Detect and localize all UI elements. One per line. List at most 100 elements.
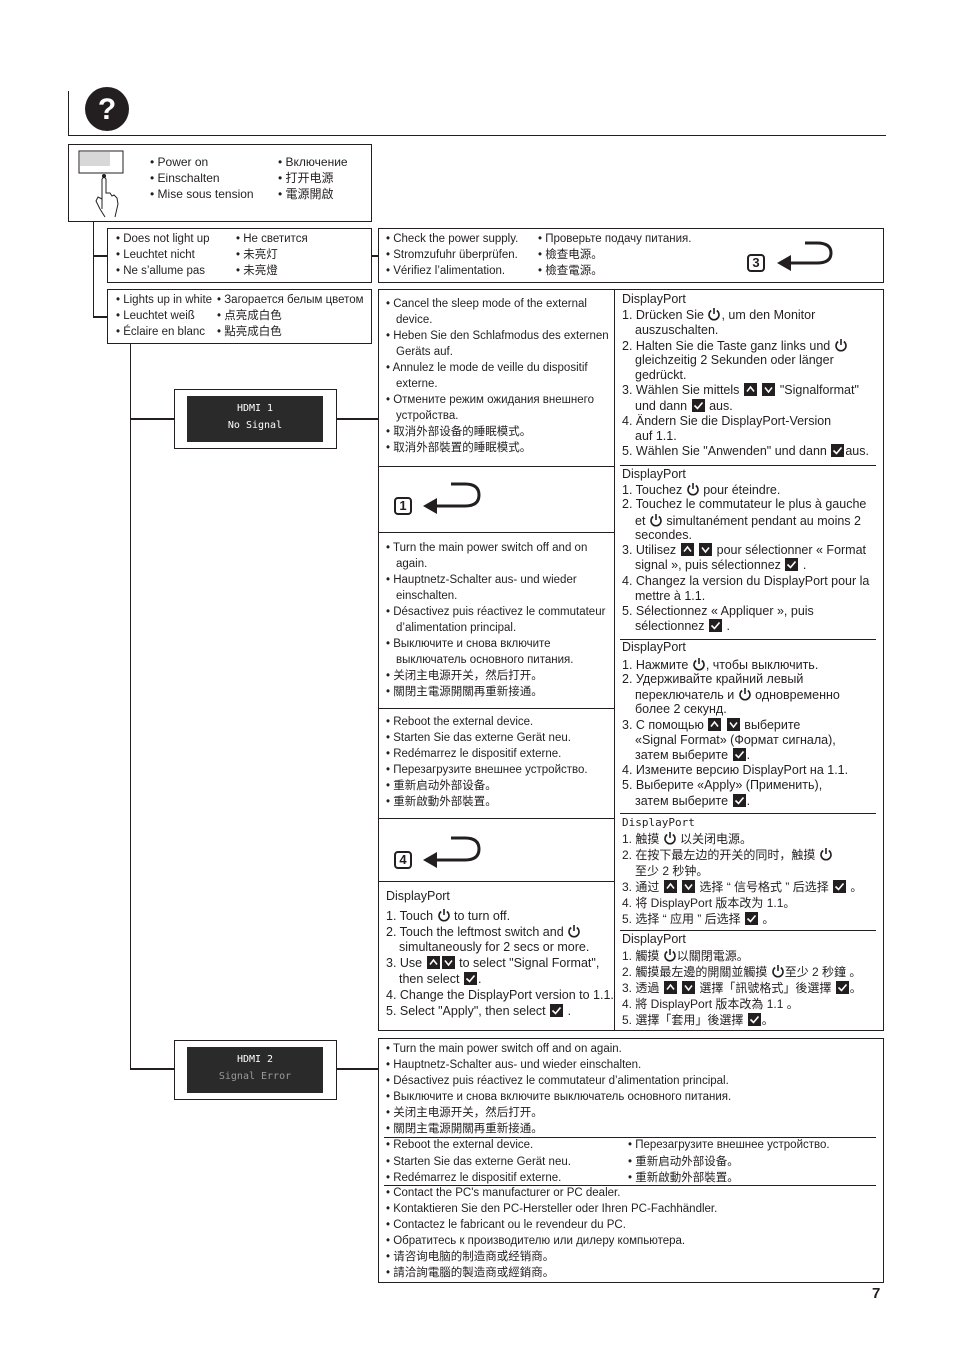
power-on-box: • Power on • Einschalten • Mise sous ten… — [68, 144, 372, 222]
step-badge: 1 — [394, 497, 412, 515]
bottom-contact-text: • Kontaktieren Sie den PC-Hersteller ode… — [386, 1201, 717, 1217]
check-key-icon — [833, 880, 846, 893]
dp-text: 至少 2 秒鐘 。 — [785, 965, 862, 979]
power-icon — [738, 687, 752, 705]
dp-text: 1. 触摸 — [622, 832, 659, 846]
dp-text: затем выберите — [635, 748, 728, 762]
dp-en-step3b: then select . — [399, 972, 481, 987]
not-lit-zh: • 未亮灯 — [236, 247, 278, 263]
dp-text: und dann — [635, 399, 687, 413]
connector — [93, 316, 107, 318]
connector — [93, 255, 107, 257]
check-key-icon — [785, 558, 798, 571]
sleep-text: • 取消外部裝置的睡眠模式。 — [386, 440, 531, 456]
dp-text: выберите — [744, 718, 800, 732]
check-key-icon — [464, 972, 477, 985]
dp-text: затем выберите — [635, 794, 728, 808]
dp-text: 2. Halten Sie die Taste ganz links und — [622, 339, 830, 353]
down-key-icon — [762, 383, 775, 396]
dp-ru-step3: 3. С помощью выберите — [622, 718, 800, 733]
white-de: • Leuchtet weiß — [116, 308, 195, 324]
dp-text: 。 — [850, 880, 862, 894]
dp-tw-title: DisplayPort — [622, 932, 686, 947]
divider — [620, 465, 876, 466]
white-zh: • 点亮成白色 — [217, 308, 282, 324]
power-on-tw: • 電源開啟 — [278, 186, 334, 202]
power-on-zh: • 打开电源 — [278, 170, 334, 186]
bottom-contact-text: • Contactez le fabricant ou le revendeur… — [386, 1217, 626, 1233]
dp-text: «Signal Format» (Формат сигнала), — [635, 733, 836, 748]
mainpower-text: • Hauptnetz-Schalter aus- und wieder — [386, 572, 577, 588]
step-badge: 4 — [394, 851, 412, 869]
dp-text: 。 — [762, 1013, 774, 1027]
mainpower-text: again. — [396, 556, 427, 572]
power-on-en: • Power on — [150, 154, 208, 170]
bottom-main-text: • 关闭主电源开关，然后打开。 — [386, 1105, 543, 1121]
sleep-text: • Heben Sie den Schlafmodus des externen — [386, 328, 609, 344]
dp-fr-title: DisplayPort — [622, 467, 686, 482]
power-switch-hand-icon — [77, 149, 137, 219]
dp-text: mettre à 1.1. — [635, 589, 705, 604]
power-on-ru: • Включение — [278, 154, 348, 170]
connector — [130, 418, 174, 420]
divider — [379, 532, 614, 533]
dp-text: 5. Select "Apply", then select — [386, 1004, 546, 1018]
dp-text: to select "Signal Format", — [459, 956, 599, 970]
dp-de-step3: 3. Wählen Sie mittels "Signalformat" — [622, 383, 859, 398]
dp-ru-step2: 2. Удерживайте крайний левый — [622, 672, 803, 687]
dp-text: . — [478, 972, 481, 986]
not-lit-ru: • Не светится — [236, 231, 308, 247]
dp-text: . — [747, 748, 750, 762]
dp-text: 1. Нажмите — [622, 658, 688, 672]
sleep-text: Geräts auf. — [396, 344, 453, 360]
dp-de-step3b: und dann aus. — [635, 399, 733, 414]
osd-input-label: HDMI 2 — [187, 1050, 323, 1069]
dp-fr-step4: 4. Changez la version du DisplayPort pou… — [622, 574, 869, 589]
bottom-reboot-text: • Перезагрузите внешнее устройство. — [628, 1137, 830, 1153]
dp-text: 。 — [762, 912, 774, 926]
solutions-column: • Cancel the sleep mode of the external … — [378, 289, 615, 1031]
check-key-icon — [733, 748, 746, 761]
dp-text: 1. Touch — [386, 909, 433, 923]
up-key-icon — [744, 383, 757, 396]
connector — [130, 343, 131, 1069]
dp-text: 2. 在按下最左边的开关的同时，触摸 — [622, 848, 815, 862]
dp-text: 3. 通过 — [622, 880, 659, 894]
signal-error-solutions: • Turn the main power switch off and on … — [378, 1038, 884, 1283]
check-key-icon — [831, 444, 844, 457]
dp-text: aus. — [709, 399, 733, 413]
dp-text: 以關閉電源。 — [677, 949, 749, 963]
connector — [336, 1068, 379, 1070]
sleep-text: • 取消外部设备的睡眠模式。 — [386, 424, 531, 440]
dp-ru-title: DisplayPort — [622, 640, 686, 655]
dp-tw-step4: 4. 將 DisplayPort 版本改為 1.1 。 — [622, 996, 799, 1012]
mainpower-text: d’alimentation principal. — [396, 620, 516, 636]
dp-text: to turn off. — [454, 909, 510, 923]
return-arrow-icon — [421, 478, 483, 518]
header-rule — [68, 135, 886, 136]
dp-text: . — [803, 558, 806, 572]
check-power-ru: • Проверьте подачу питания. — [538, 231, 691, 247]
dp-tw-step3: 3. 透過 選擇「訊號格式」後選擇 。 — [622, 980, 862, 996]
divider — [379, 881, 614, 882]
sleep-text: • Annulez le mode de veille du dispositi… — [386, 360, 588, 376]
white-tw: • 點亮成白色 — [217, 324, 282, 340]
dp-text: переключатель и — [635, 688, 734, 702]
dp-ru-step5: 5. Выберите «Apply» (Применить), — [622, 778, 822, 793]
bottom-main-text: • Выключите и снова включите выключатель… — [386, 1089, 731, 1105]
reboot-text: • Перезагрузите внешнее устройство. — [386, 762, 588, 778]
header-rule-left — [68, 91, 69, 135]
connector — [336, 418, 379, 420]
mainpower-text: • Désactivez puis réactivez le commutate… — [386, 604, 605, 620]
dp-text: . — [747, 794, 750, 808]
osd-status-label: No Signal — [187, 418, 323, 434]
sleep-text: устройства. — [396, 408, 458, 424]
check-power-de: • Stromzufuhr überprüfen. — [386, 247, 518, 263]
sleep-text: • Cancel the sleep mode of the external — [386, 296, 587, 312]
not-lit-en: • Does not light up — [116, 231, 210, 247]
bottom-contact-text: • Обратитесь к производителю или дилеру … — [386, 1233, 685, 1249]
dp-text: 3. Wählen Sie mittels — [622, 383, 739, 397]
mainpower-text: • Turn the main power switch off and on — [386, 540, 587, 556]
dp-fr-step3: 3. Utilisez pour sélectionner « Format — [622, 543, 866, 558]
dp-en-step5: 5. Select "Apply", then select . — [386, 1004, 571, 1019]
